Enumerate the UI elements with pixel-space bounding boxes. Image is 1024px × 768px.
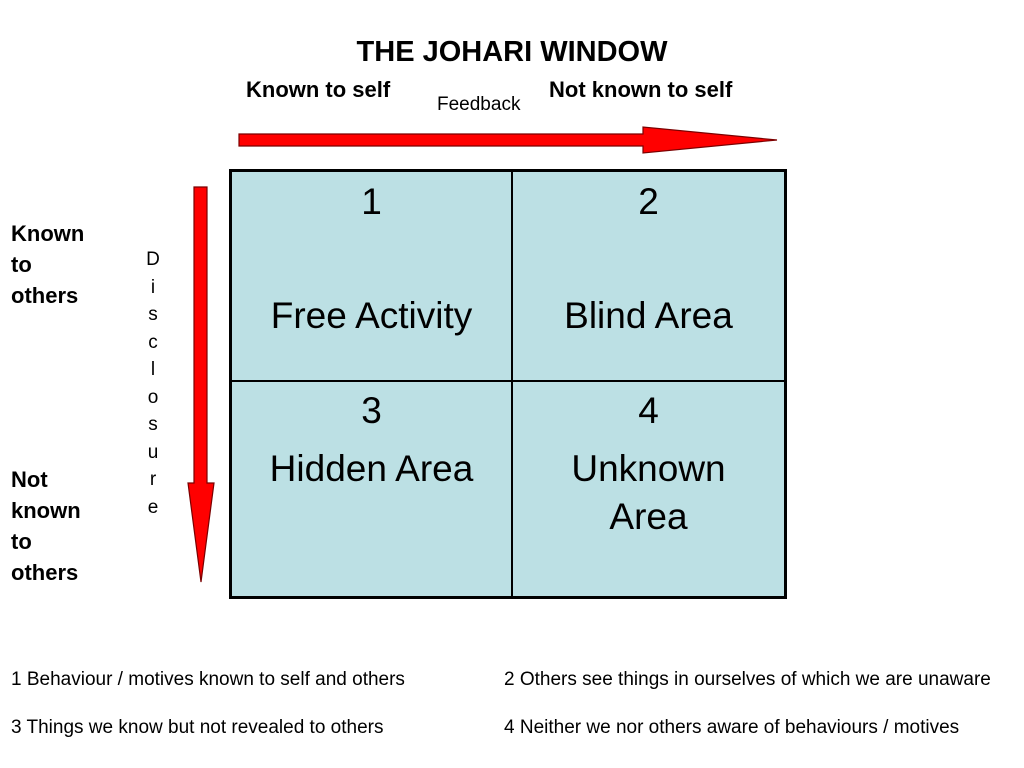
note-1: 1 Behaviour / motives known to self and …	[11, 669, 405, 690]
quadrant-blind-area: 2 Blind Area	[513, 172, 784, 382]
quadrant-name: Free Activity	[270, 295, 473, 336]
johari-grid: 1 Free Activity 2 Blind Area 3 Hidden Ar…	[229, 169, 787, 599]
quadrant-number: 1	[361, 181, 382, 222]
note-3: 3 Things we know but not revealed to oth…	[11, 717, 384, 738]
column-heading-not-known-to-self: Not known to self	[549, 77, 733, 102]
quadrant-hidden-area: 3 Hidden Area	[232, 382, 513, 596]
note-2: 2 Others see things in ourselves of whic…	[504, 669, 991, 690]
quadrant-unknown-area: 4 Unknown Area	[513, 382, 784, 596]
quadrant-name: Blind Area	[564, 295, 733, 336]
quadrant-free-activity: 1 Free Activity	[232, 172, 513, 382]
quadrant-name: Unknown Area	[571, 448, 726, 537]
quadrant-number: 3	[361, 390, 382, 431]
feedback-label: Feedback	[437, 94, 521, 115]
disclosure-arrow	[187, 186, 215, 583]
diagram-title: THE JOHARI WINDOW	[356, 36, 668, 68]
row-heading-known-to-others: Known to others	[11, 221, 85, 308]
row-heading-not-known-to-others: Not known to others	[11, 467, 81, 585]
feedback-arrow	[238, 126, 778, 154]
note-4: 4 Neither we nor others aware of behavio…	[504, 717, 960, 738]
quadrant-name: Hidden Area	[269, 448, 474, 489]
quadrant-number: 4	[638, 390, 659, 431]
quadrant-number: 2	[638, 181, 659, 222]
disclosure-label: D i s c l o s u r e	[146, 249, 160, 518]
column-heading-known-to-self: Known to self	[246, 77, 391, 102]
